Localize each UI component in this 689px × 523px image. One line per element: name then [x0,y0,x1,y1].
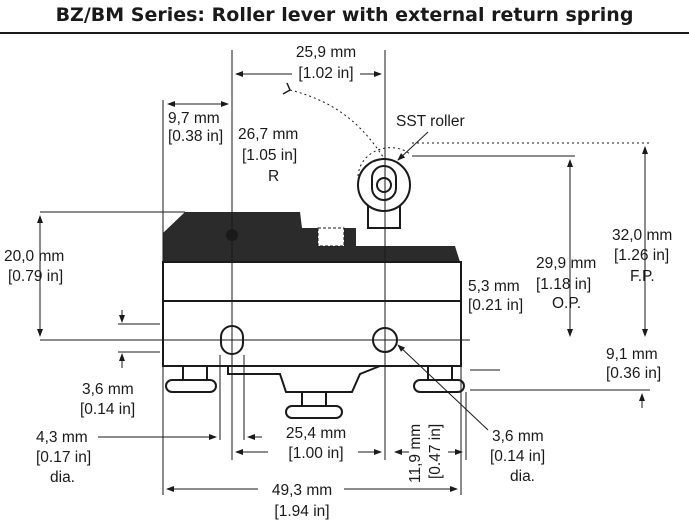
terminal-right [413,365,465,393]
dim-lever-mm: 25,9 mm [296,44,356,61]
dim-right-off-mm: 9,1 mm [606,346,658,363]
switch-body [162,212,462,393]
dim-term-in: [0.47 in] [427,424,444,479]
dim-hole-dia-mm: 4,3 mm [36,429,88,446]
dim-radius-r: R [268,168,279,185]
title-rule [0,32,689,34]
dim-left-hole-mm: 3,6 mm [82,381,134,398]
terminal-center [285,391,343,419]
dim-right-off-in: [0.36 in] [606,365,661,382]
dim-fp-mm: 32,0 mm [612,227,672,244]
roller-leader [397,131,429,161]
dim-height-mm: 20,0 mm [4,248,64,265]
roller-lever [282,82,411,229]
dim-hole-off-in: [0.21 in] [468,297,523,314]
roller-label: SST roller [396,113,465,130]
dim-hole-spacing-in: [1.00 in] [288,445,343,462]
dim-right-hole-in: [0.14 in] [490,448,545,465]
dim-left-top-in: [0.38 in] [168,128,223,145]
dim-op-lbl: O.P. [552,295,581,312]
dim-hole-off-mm: 5,3 mm [468,278,520,295]
dim-term-mm: 11,9 mm [407,424,424,483]
dim-hole-dia-lbl: dia. [50,469,75,486]
dim-op-mm: 29,9 mm [536,255,596,272]
terminal-left [165,365,217,393]
dim-left-hole-in: [0.14 in] [80,401,135,418]
dim-right-hole-lbl: dia. [510,468,535,485]
dim-hole-spacing-mm: 25,4 mm [286,425,346,442]
dim-radius-mm: 26,7 mm [238,126,298,143]
dim-right-hole-mm: 3,6 mm [492,428,544,445]
dim-hole-dia-in: [0.17 in] [36,449,91,466]
dim-fp-in: [1.26 in] [614,247,669,264]
dim-height-in: [0.79 in] [8,268,63,285]
dim-lever-in: [1.02 in] [298,65,353,82]
diagram-title: BZ/BM Series: Roller lever with external… [55,4,634,26]
dim-left-top-mm: 9,7 mm [168,110,220,127]
dim-overall-in: [1.94 in] [274,503,329,520]
dim-fp-lbl: F.P. [630,268,655,285]
dim-op-in: [1.18 in] [536,276,591,293]
dim-radius-in: [1.05 in] [242,147,297,164]
dim-overall-mm: 49,3 mm [272,482,332,499]
right-hole-leader [397,344,489,431]
